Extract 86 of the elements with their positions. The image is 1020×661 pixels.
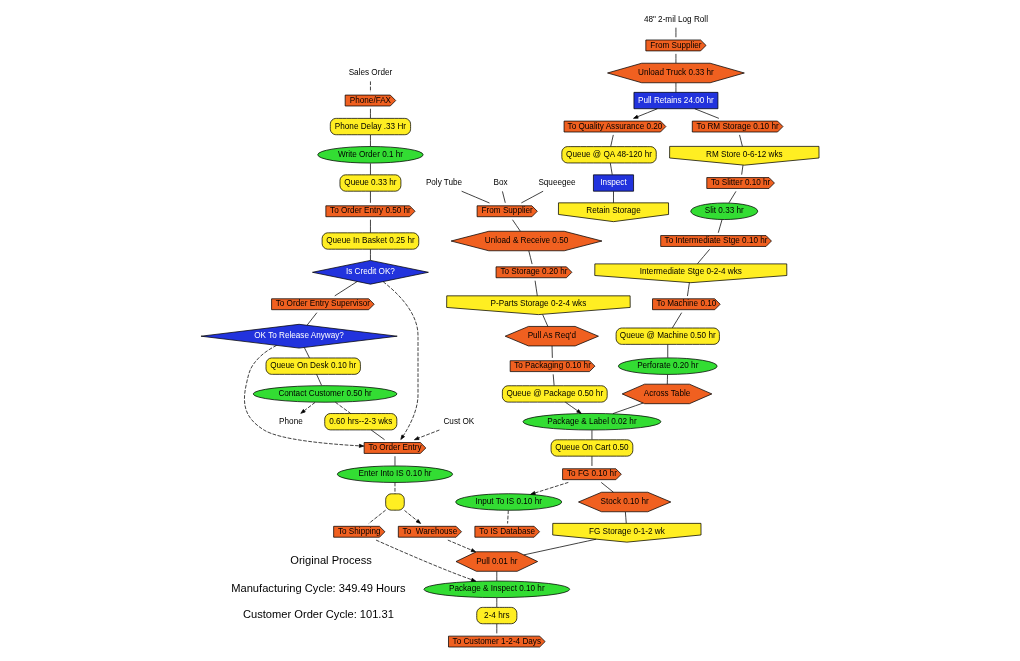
node-diamond: OK To Release Anyway? (200, 323, 398, 349)
connector (609, 162, 613, 175)
node-text: Poly Tube (425, 178, 463, 188)
node-box: Queue @ Package 0.50 hr (502, 385, 608, 403)
connector (600, 482, 614, 493)
connector (612, 402, 644, 414)
node-box: Queue In Basket 0.25 hr (321, 232, 420, 250)
node-ellipse: Enter Into IS 0.10 hr (336, 465, 453, 483)
node-text: Phone (279, 416, 303, 426)
connector (368, 509, 386, 524)
connector (697, 248, 711, 265)
connector (717, 219, 723, 234)
node-box: Queue @ Machine 0.50 hr (615, 327, 720, 345)
connector (728, 191, 737, 204)
connector (613, 191, 614, 204)
connector (502, 191, 506, 204)
connector (370, 219, 371, 234)
node-diamond: Is Credit OK? (312, 260, 429, 285)
node-text: Sales Order (348, 68, 393, 78)
connector (741, 164, 744, 175)
node-box: Queue On Desk 0.10 hr (265, 357, 361, 375)
node-text: Squeegee (538, 178, 576, 188)
connector (534, 280, 538, 297)
connector (625, 511, 627, 524)
label: Manufacturing Cycle: 349.49 Hours (231, 581, 406, 594)
connector (394, 482, 396, 494)
node-box: Queue @ QA 48-120 hr (561, 146, 657, 164)
arrow (404, 510, 421, 524)
arrow (375, 539, 477, 582)
arrow (382, 281, 419, 440)
node-ellipse: Perforate 0.20 hr (618, 357, 718, 375)
connector (306, 312, 318, 326)
connector (370, 108, 371, 119)
connector (370, 134, 371, 147)
arrow (633, 108, 658, 119)
node-text: Cust OK (443, 416, 475, 426)
connector (370, 81, 371, 93)
node-box: Phone Delay .33 Hr (329, 118, 411, 136)
connector (523, 538, 597, 556)
node-box: 2-4 hrs (476, 607, 518, 625)
node-text: 48" 2-mil Log Roll (643, 14, 708, 24)
label: Original Process (290, 554, 372, 567)
node-ellipse: Contact Customer 0.50 hr (252, 385, 398, 403)
connector (370, 429, 385, 441)
connector (542, 314, 549, 327)
arrow (447, 539, 477, 553)
connector (461, 190, 490, 204)
node-ellipse: Package & Inspect 0.10 hr (423, 580, 571, 598)
node-ellipse: Slit 0.33 hr (690, 202, 759, 220)
connector (496, 571, 498, 582)
connector (552, 374, 555, 386)
connector (528, 250, 533, 265)
node-box: Inspect (593, 174, 634, 192)
connector (687, 282, 690, 297)
node-text: Box (493, 178, 508, 188)
arrow (530, 482, 569, 495)
arrow (414, 429, 440, 441)
arrow (244, 345, 365, 448)
node-ellipse: Package & Label 0.02 hr (522, 413, 662, 431)
connector (370, 163, 371, 176)
connector (672, 312, 682, 329)
connector (370, 248, 371, 261)
connector (666, 374, 668, 385)
connector (370, 191, 371, 204)
connector (739, 134, 743, 147)
node-delay (385, 493, 405, 511)
label: Customer Order Cycle: 101.31 (242, 608, 394, 621)
connector (303, 347, 310, 359)
connector (507, 510, 509, 524)
connector (675, 82, 677, 93)
arrow (300, 402, 316, 414)
connector (334, 281, 358, 297)
connector (496, 597, 498, 608)
node-box: Queue On Cart 0.50 (550, 439, 634, 457)
node-ellipse: Write Order 0.1 hr (317, 146, 424, 164)
node-box: 0.60 hrs--2-3 wks (324, 413, 398, 431)
connector (512, 219, 521, 232)
connector (667, 344, 669, 359)
connector (335, 401, 351, 414)
connector (610, 134, 614, 147)
node-box: Pull Retains 24.00 hr (633, 92, 719, 110)
node-box: Queue 0.33 hr (339, 174, 402, 192)
connector (316, 374, 322, 386)
connector (694, 108, 720, 119)
connector (521, 190, 544, 204)
arrow (564, 401, 582, 414)
